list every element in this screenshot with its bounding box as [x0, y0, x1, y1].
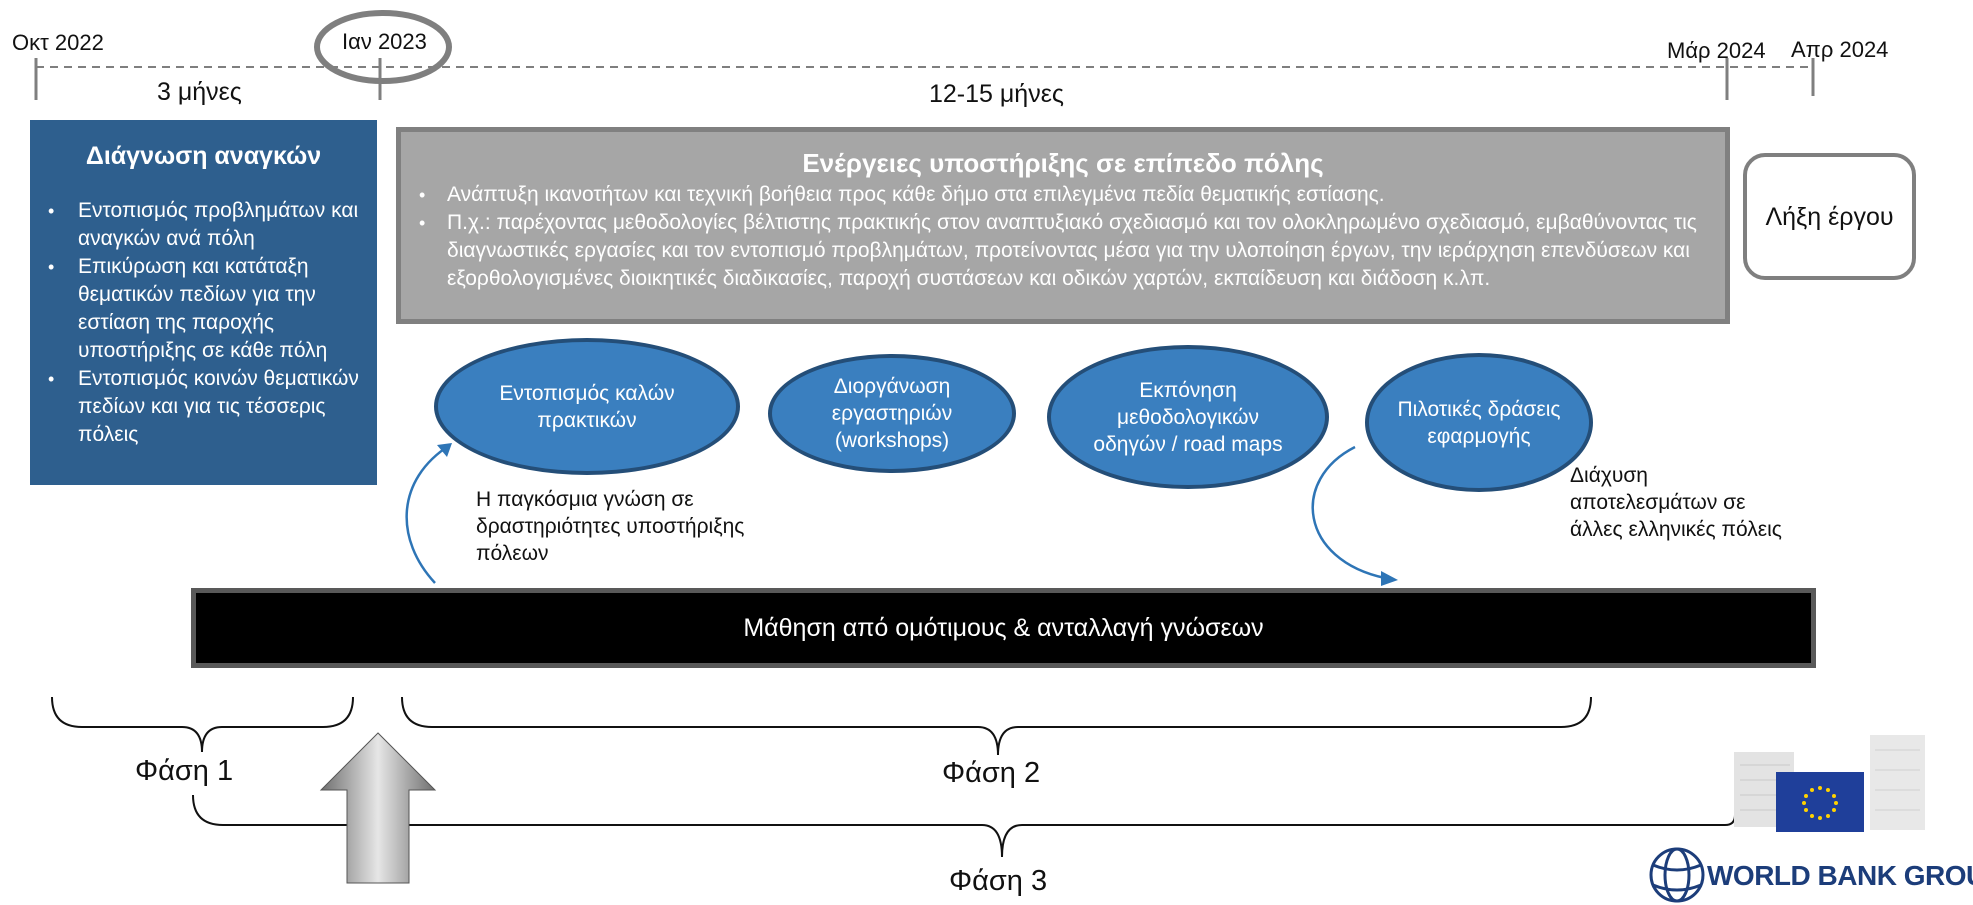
- activity-good-practices: Εντοπισμός καλών πρακτικών: [434, 338, 740, 475]
- date-jan-2023: Ιαν 2023: [342, 29, 427, 54]
- diagnosis-item: Επικύρωση και κατάταξη θεματικών πεδίων …: [48, 253, 359, 365]
- peer-learning-bar: Μάθηση από ομότιμους & ανταλλαγή γνώσεων: [191, 588, 1816, 668]
- diagnosis-item: Εντοπισμός προβλημάτων και αναγκών ανά π…: [48, 197, 359, 253]
- brace-phase-3: [192, 794, 1736, 858]
- curved-arrow-up-head: [437, 443, 452, 457]
- activity-methodology-guides: Εκπόνηση μεθοδολογικών οδηγών / road map…: [1047, 345, 1329, 489]
- support-actions-item: Π.χ.: παρέχοντας μεθοδολογίες βέλτιστης …: [415, 209, 1711, 293]
- support-actions-list: Ανάπτυξη ικανοτήτων και τεχνική βοήθεια …: [415, 181, 1711, 293]
- date-oct-2022: Οκτ 2022: [12, 30, 104, 55]
- activity-workshops: Διοργάνωση εργαστηριών (workshops): [768, 354, 1016, 473]
- brace-phase-1: [51, 696, 354, 753]
- diagnosis-list: Εντοπισμός προβλημάτων και αναγκών ανά π…: [48, 197, 359, 449]
- duration-phase-2: 12-15 μήνες: [929, 80, 1064, 108]
- diagnosis-title: Διάγνωση αναγκών: [85, 142, 322, 170]
- phase-2-label: Φάση 2: [942, 757, 1041, 789]
- curved-arrow-down: [1311, 445, 1386, 580]
- brace-phase-2: [401, 696, 1592, 756]
- diagnosis-box: Διάγνωση αναγκών Εντοπισμός προβλημάτων …: [30, 120, 377, 485]
- highlight-ellipse: [314, 10, 452, 84]
- peer-learning-label: Μάθηση από ομότιμους & ανταλλαγή γνώσεων: [743, 613, 1264, 642]
- activity-label: Εκπόνηση μεθοδολογικών οδηγών / road map…: [1093, 378, 1283, 456]
- global-knowledge-note: Η παγκόσμια γνώση σε δραστηριότητες υποσ…: [476, 488, 745, 565]
- project-end-label: Λήξη έργου: [1765, 202, 1894, 231]
- activity-label: Διοργάνωση εργαστηριών (workshops): [831, 375, 953, 452]
- activity-label: Εντοπισμός καλών πρακτικών: [499, 381, 675, 432]
- activity-pilot-actions: Πιλοτικές δράσεις εφαρμογής: [1365, 353, 1593, 492]
- eu-commission-logo: [1734, 735, 1925, 832]
- date-mar-2024: Μάρ 2024: [1667, 38, 1766, 63]
- activity-label: Πιλοτικές δράσεις εφαρμογής: [1397, 397, 1561, 448]
- support-actions-box: Ενέργειες υποστήριξης σε επίπεδο πόλης Α…: [396, 127, 1730, 324]
- phase-1-label: Φάση 1: [135, 755, 234, 787]
- support-actions-item: Ανάπτυξη ικανοτήτων και τεχνική βοήθεια …: [415, 181, 1711, 209]
- world-bank-logo-text: WORLD BANK GROUP: [1707, 860, 1973, 891]
- duration-phase-1: 3 μήνες: [157, 78, 242, 106]
- curved-arrow-down-head: [1381, 571, 1398, 586]
- phase-3-label: Φάση 3: [949, 865, 1048, 897]
- dissemination-note: Διάχυση αποτελεσμάτων σε άλλες ελληνικές…: [1570, 464, 1782, 541]
- support-actions-title: Ενέργειες υποστήριξης σε επίπεδο πόλης: [802, 148, 1324, 178]
- project-end-box: Λήξη έργου: [1743, 153, 1916, 280]
- up-arrow: [319, 732, 437, 884]
- world-bank-globe-icon: [1649, 847, 1705, 903]
- date-apr-2024: Απρ 2024: [1791, 37, 1889, 62]
- diagnosis-item: Εντοπισμός κοινών θεματικών πεδίων και γ…: [48, 365, 359, 449]
- curved-arrow-up: [405, 443, 451, 584]
